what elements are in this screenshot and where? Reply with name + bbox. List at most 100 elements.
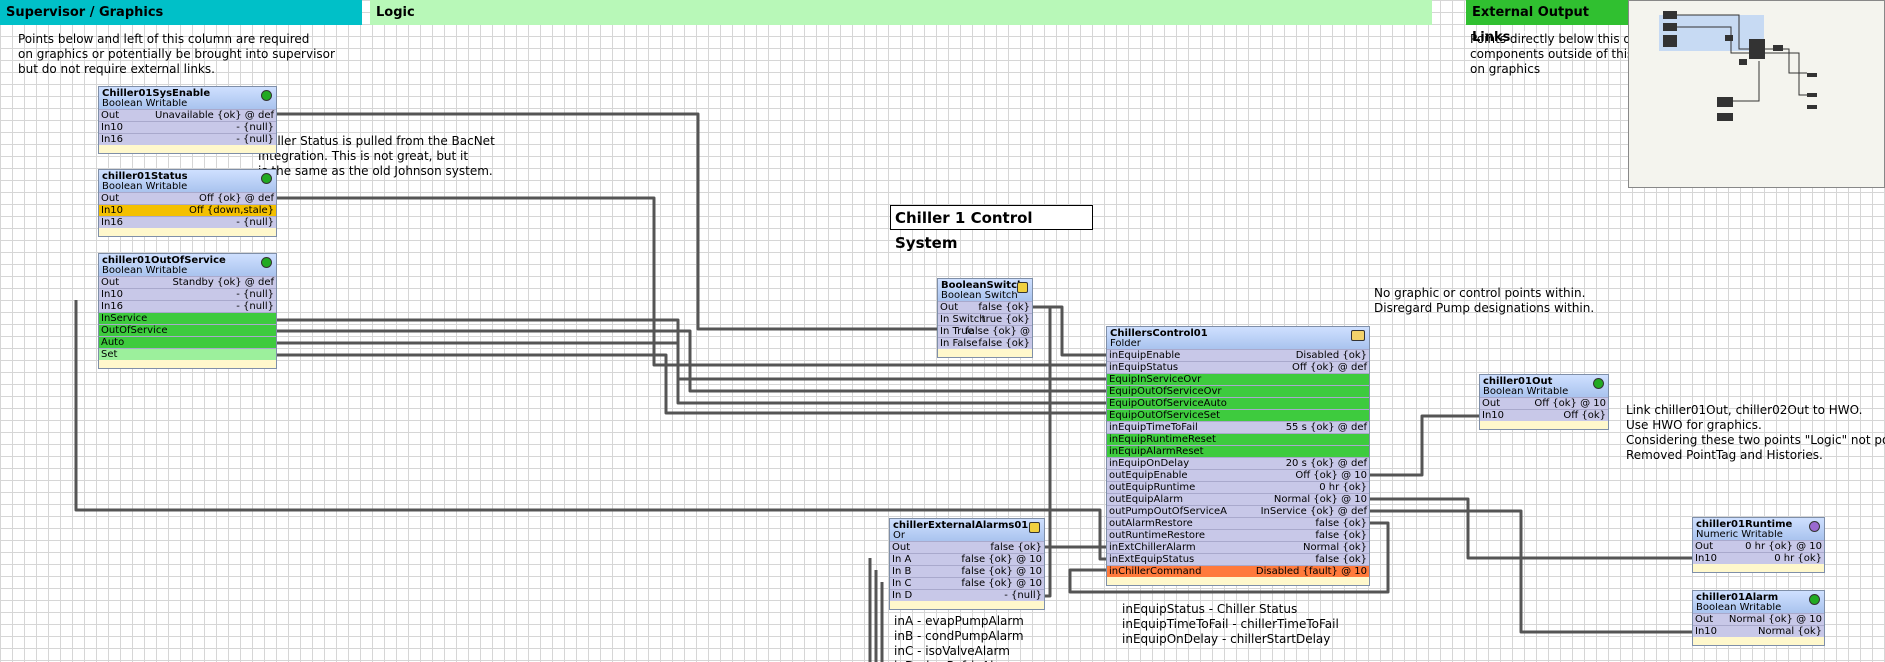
component-header[interactable]: chiller01Status Boolean Writable (99, 170, 276, 192)
component-type: Boolean Writable (102, 99, 188, 109)
slot-row[interactable]: In10- {null} (99, 288, 276, 300)
component-type: Boolean Writable (1696, 603, 1782, 613)
switch-icon (1017, 282, 1028, 293)
slot-row-action[interactable]: EquipOutOfServiceSet (1107, 409, 1369, 421)
slot-row-action[interactable]: EquipOutOfServiceOvr (1107, 385, 1369, 397)
component-type: Numeric Writable (1696, 530, 1783, 540)
component-name: BooleanSwitch (941, 280, 1025, 291)
slot-row-action[interactable]: inEquipRuntimeReset (1107, 433, 1369, 445)
status-dot-icon (1809, 594, 1820, 605)
logic-band: Logic (370, 0, 1432, 25)
slot-row-action[interactable]: EquipOutOfServiceAuto (1107, 397, 1369, 409)
slot-row-action[interactable]: EquipInServiceOvr (1107, 373, 1369, 385)
minimap-thumbnail-icon (1659, 11, 1817, 121)
link-hwo-note: Link chiller01Out, chiller02Out to HWO. … (1626, 403, 1885, 462)
component-name: ChillersControl01 (1110, 328, 1208, 339)
component-type: Boolean Writable (102, 182, 188, 192)
slot-row-action[interactable]: inEquipAlarmReset (1107, 445, 1369, 457)
logic-or-icon (1029, 522, 1040, 533)
component-name: chiller01Runtime (1696, 519, 1793, 530)
wire-switch-down (1032, 305, 1052, 598)
supervisor-graphics-band: Supervisor / Graphics (0, 0, 362, 25)
slot-row-action[interactable]: InService (99, 312, 276, 324)
component-header[interactable]: chiller01Runtime Numeric Writable (1693, 518, 1824, 540)
component-name: Chiller01SysEnable (102, 88, 211, 99)
component-header[interactable]: chiller01Out Boolean Writable (1480, 375, 1608, 397)
component-header[interactable]: ChillersControl01 Folder (1107, 327, 1369, 349)
input-mapping-note: inEquipStatus - Chiller Status inEquipTi… (1122, 602, 1339, 646)
slot-row-action[interactable]: Set (99, 348, 276, 360)
slot-row-action[interactable]: OutOfService (99, 324, 276, 336)
slot-row[interactable]: In D- {null} (890, 589, 1044, 601)
chiller01-outofservice-component[interactable]: chiller01OutOfService Boolean Writable O… (98, 253, 277, 369)
folder-icon (1351, 330, 1365, 341)
component-header[interactable]: BooleanSwitch Boolean Switch (938, 279, 1032, 301)
component-name: chiller01Status (102, 171, 188, 182)
component-type: Boolean Switch (941, 291, 1018, 301)
wire-outequipenable-to-chillerout (1370, 414, 1484, 477)
slot-row[interactable]: In16- {null} (99, 300, 276, 312)
wire-auto (276, 341, 1109, 405)
component-header[interactable]: chillerExternalAlarms01 Or (890, 519, 1044, 541)
component-type: Boolean Writable (102, 266, 188, 276)
overview-minimap[interactable] (1628, 0, 1885, 188)
wire-runtime (1370, 497, 1694, 560)
component-header[interactable]: chiller01Alarm Boolean Writable (1693, 591, 1824, 613)
component-header[interactable]: chiller01OutOfService Boolean Writable (99, 254, 276, 276)
status-dot-icon (261, 90, 272, 101)
no-graphic-note: No graphic or control points within. Dis… (1374, 286, 1595, 315)
slot-row[interactable]: In10- {null} (99, 121, 276, 133)
external-band-label: External Output Links (1472, 5, 1590, 45)
slot-row[interactable]: In16- {null} (99, 133, 276, 145)
component-type: Or (893, 531, 905, 541)
component-name: chiller01Out (1483, 376, 1553, 387)
wire-sysenable-to-intrue (276, 112, 938, 331)
wire-left-loop (74, 300, 1109, 561)
slot-row[interactable]: In16- {null} (99, 216, 276, 228)
alarm-inputs-note: inA - evapPumpAlarm inB - condPumpAlarm … (894, 614, 1024, 662)
slot-row-action[interactable]: Auto (99, 336, 276, 348)
component-header[interactable]: Chiller01SysEnable Boolean Writable (99, 87, 276, 109)
